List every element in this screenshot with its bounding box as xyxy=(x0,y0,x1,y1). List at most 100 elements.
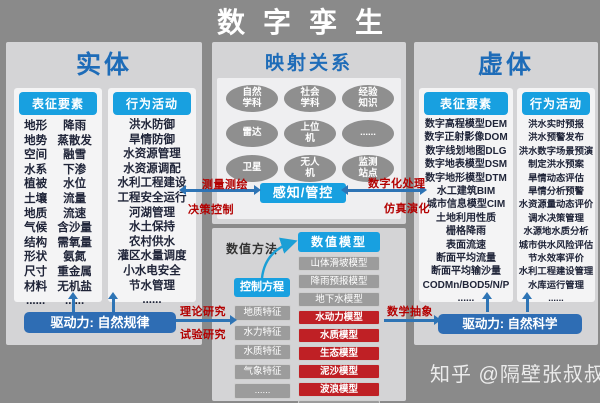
up-arrow xyxy=(68,292,78,312)
entity-behavior-box: 行为活动 洪水防御旱情防御水资源管理水资源调配水利工程建设工程安全运行河湖管理水… xyxy=(108,88,196,306)
mapping-panel: 映射关系 自然 学科社会 学科经验 知识雷达上位 机......卫星无人 机监测… xyxy=(212,42,406,224)
entity-repr-item: 地势 xyxy=(24,134,48,147)
knowledge-node: 经验 知识 xyxy=(342,85,394,112)
red-model-item: 水质模型 xyxy=(298,328,380,343)
feature-list: 地质特征水力特征水质特征气象特征...... xyxy=(234,305,291,399)
virtual-behavior-item: 洪水数字场景预演 xyxy=(518,145,594,156)
measure-label: 测量测绘 xyxy=(202,179,248,191)
entity-repr-item: 气候 xyxy=(24,222,48,235)
bidirectional-arrow-right xyxy=(341,185,427,194)
gray-model-item: 山体滑坡模型 xyxy=(298,256,380,271)
knowledge-node: 卫星 xyxy=(226,155,278,182)
decision-label: 决策控制 xyxy=(188,204,234,216)
virtual-behavior-item: 旱情动态评估 xyxy=(528,172,584,183)
page-title: 数字孪生 xyxy=(216,7,401,38)
entity-behavior-item: 水资源管理 xyxy=(123,148,181,161)
entity-repr-item: 植被 xyxy=(24,178,48,191)
feature-item: 水力特征 xyxy=(234,324,291,341)
entity-repr-item: 蒸散发 xyxy=(57,134,92,147)
entity-repr-item: 降雨 xyxy=(63,120,87,132)
entity-behavior-item: 水资源调配 xyxy=(123,162,181,175)
feature-item: 水质特征 xyxy=(234,344,291,360)
mapping-title: 映射关系 xyxy=(264,53,353,74)
entity-repr-item: 水位 xyxy=(63,178,87,191)
entity-repr-item: 土壤 xyxy=(24,192,48,205)
virtual-behavior-item: 洪水预警发布 xyxy=(528,132,584,143)
model-list: 山体滑坡模型降雨预报模型地下水模型 水动力模型水质模型生态模型泥沙模型波浪模型 … xyxy=(298,256,380,403)
feature-item: ...... xyxy=(234,383,291,399)
entity-repr-item: 氨氮 xyxy=(63,251,87,264)
entity-behavior-item: ...... xyxy=(142,294,162,307)
experiment-label: 试验研究 xyxy=(180,329,226,341)
virtual-repr-item: 表面流速 xyxy=(446,239,486,251)
entity-repr-item: 流速 xyxy=(63,207,87,220)
entity-repr-item: 无机盐 xyxy=(57,280,92,293)
virtual-behavior-item: 水资源量动态评价 xyxy=(518,199,594,210)
virtual-repr-item: 数字地形模型DTM xyxy=(425,172,507,184)
virtual-behavior-item: 旱情分析预警 xyxy=(528,186,584,197)
virtual-behavior-item: 制定洪水预案 xyxy=(528,159,584,170)
entity-repr-item: 地形 xyxy=(24,120,48,132)
entity-representation-list: 地形地势空间水系植被土壤地质气候结构形状尺寸材料...... 降雨蒸散发融雪下渗… xyxy=(14,118,102,310)
virtual-behavior-item: 洪水实时预报 xyxy=(528,119,584,129)
bidirectional-arrow-left xyxy=(179,185,261,194)
virtual-repr-item: 土地利用性质 xyxy=(436,212,496,224)
virtual-repr-item: 数字高程模型DEM xyxy=(424,119,508,130)
entity-driver-box: 驱动力: 自然规律 xyxy=(24,312,176,333)
virtual-behavior-list: 洪水实时预报洪水预警发布洪水数字场景预演制定洪水预案旱情动态评估旱情分析预警水资… xyxy=(517,118,595,306)
numeric-model-box: 数值模型 xyxy=(298,232,380,252)
entity-behavior-item: 河湖管理 xyxy=(129,206,175,219)
control-equation-box: 控制方程 xyxy=(234,278,290,297)
entity-repr-item: 水系 xyxy=(24,163,48,176)
entity-repr-item: 含沙量 xyxy=(57,222,92,235)
up-arrow xyxy=(522,292,532,312)
up-arrow xyxy=(108,292,118,312)
knowledge-node: 雷达 xyxy=(226,120,278,147)
knowledge-node: 上位 机 xyxy=(284,120,336,147)
entity-repr-item: 需氧量 xyxy=(57,236,92,249)
virtual-behavior-item: 节水效率评价 xyxy=(528,253,584,264)
entity-behavior-item: 水土保持 xyxy=(129,221,175,234)
virtual-repr-item: CODMn/BOD5/N/P xyxy=(422,279,510,291)
knowledge-node: ...... xyxy=(342,120,394,147)
abstraction-arrow xyxy=(384,315,441,324)
entity-title: 实体 xyxy=(75,51,132,79)
virtual-behavior-item: 调水决策管理 xyxy=(528,212,584,223)
entity-repr-item: 流量 xyxy=(63,192,87,205)
entity-repr-item: 空间 xyxy=(24,149,48,162)
red-model-item: 生态模型 xyxy=(298,346,380,361)
virtual-repr-item: 数字线划地图DLG xyxy=(425,145,507,157)
knowledge-node: 社会 学科 xyxy=(284,85,336,112)
entity-repr-item: 尺寸 xyxy=(24,265,48,278)
feature-item: 气象特征 xyxy=(234,363,291,380)
entity-repr-item: 下渗 xyxy=(63,163,87,176)
knowledge-node: 自然 学科 xyxy=(226,85,278,112)
abstraction-label: 数学抽象 xyxy=(387,306,433,318)
entity-repr-item: 材料 xyxy=(24,280,48,293)
numeric-method-label: 数值方法 xyxy=(226,242,279,256)
entity-behavior-item: 灌区水量调度 xyxy=(117,250,187,263)
entity-behavior-list: 洪水防御旱情防御水资源管理水资源调配水利工程建设工程安全运行河湖管理水土保持农村… xyxy=(108,118,196,308)
gray-model-item: 降雨预报模型 xyxy=(298,274,380,289)
entity-behavior-item: 旱情防御 xyxy=(129,133,175,146)
virtual-behavior-item: ...... xyxy=(548,293,564,304)
red-model-item: 波浪模型 xyxy=(298,382,380,397)
gray-model-item: 地下水模型 xyxy=(298,292,380,307)
entity-behavior-item: 农村供水 xyxy=(129,235,175,248)
theory-label: 理论研究 xyxy=(180,306,226,318)
perception-control-box: 感知/管控 xyxy=(260,183,346,203)
virtual-driver-box: 驱动力: 自然科学 xyxy=(438,314,582,334)
knowledge-node: 无人 机 xyxy=(284,155,336,182)
entity-repr-item: ...... xyxy=(26,295,46,308)
digital-label: 数字化处理 xyxy=(368,178,426,190)
virtual-repr-item: 断面平均输沙量 xyxy=(431,266,501,278)
entity-representation-header: 表征要素 xyxy=(19,92,97,115)
curve-arrow-icon xyxy=(260,237,298,279)
entity-panel: 实体 表征要素 地形地势空间水系植被土壤地质气候结构形状尺寸材料...... 降… xyxy=(6,42,202,345)
virtual-repr-item: 数字地表模型DSM xyxy=(424,159,508,171)
knowledge-node-grid: 自然 学科社会 学科经验 知识雷达上位 机......卫星无人 机监测 站点 xyxy=(217,78,401,189)
virtual-repr-item: 城市信息模型CIM xyxy=(426,199,506,211)
